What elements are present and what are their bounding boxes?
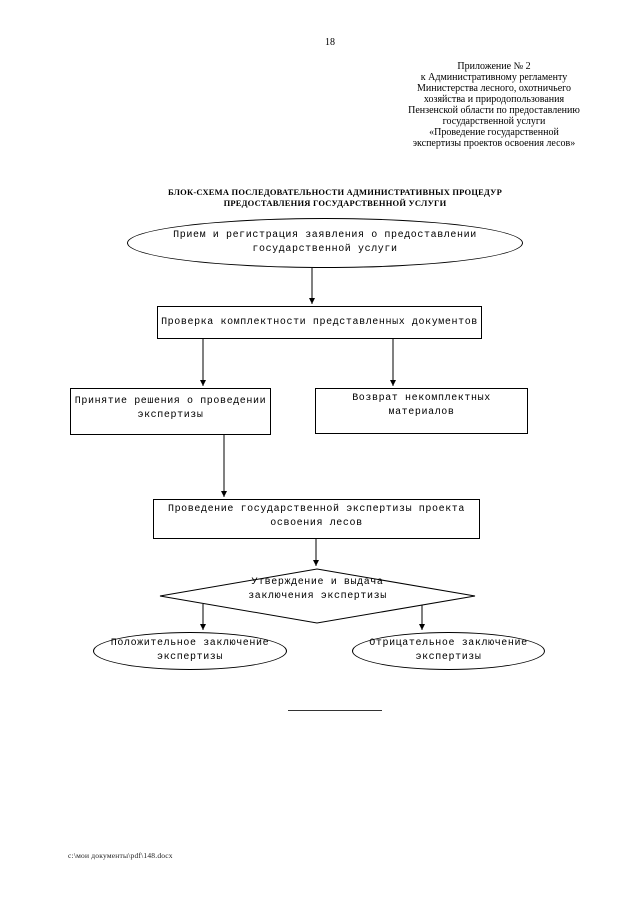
flow-node-start: Прием и регистрация заявления о предоста… (127, 218, 523, 268)
flow-node-negative-conclusion: Отрицательное заключение экспертизы (352, 632, 545, 670)
node-line: государственной услуги (252, 244, 398, 255)
decision-diamond (159, 568, 476, 624)
flow-node-decision: Принятие решения о проведении экспертизы (70, 388, 271, 435)
header-line: Пензенской области по предоставлению (408, 105, 580, 116)
header-line: Министерства лесного, охотничьего (416, 83, 572, 94)
node-line: освоения лесов (270, 518, 363, 529)
page-number: 18 (325, 37, 335, 48)
header-line: экспертизы проектов освоения лесов» (412, 138, 576, 149)
node-line: Утверждение и выдача (251, 577, 384, 588)
flow-node-check-documents: Проверка комплектности представленных до… (157, 306, 482, 339)
node-line: экспертизы (156, 652, 223, 663)
node-line: заключения экспертизы (248, 591, 387, 602)
title-line: БЛОК-СХЕМА ПОСЛЕДОВАТЕЛЬНОСТИ АДМИНИСТРА… (168, 187, 502, 197)
node-line: Отрицательное заключение (369, 638, 528, 649)
node-line: Принятие решения о проведении (74, 396, 267, 407)
header-line: Приложение № 2 (457, 61, 531, 72)
flow-node-expertise: Проведение государственной экспертизы пр… (153, 499, 480, 539)
node-line: Положительное заключение (110, 638, 270, 649)
document-file-path: c:\мои документы\pdf\148.docx (68, 851, 173, 860)
header-line: хозяйства и природопользования (423, 94, 565, 105)
flow-node-approval-label: Утверждение и выдача заключения эксперти… (160, 576, 475, 604)
node-line: Проверка комплектности представленных до… (161, 316, 478, 328)
flow-node-positive-conclusion: Положительное заключение экспертизы (93, 632, 287, 670)
appendix-header: Приложение № 2 к Административному регла… (368, 61, 620, 149)
header-line: «Проведение государственной (429, 127, 559, 138)
node-line: Проведение государственной экспертизы пр… (167, 504, 466, 515)
node-line: экспертизы (415, 652, 482, 663)
node-line: Возврат некомплектных (352, 393, 491, 404)
node-line: экспертизы (137, 410, 204, 421)
header-line: государственной услуги (442, 116, 546, 127)
title-line: ПРЕДОСТАВЛЕНИЯ ГОСУДАРСТВЕННОЙ УСЛУГИ (223, 198, 447, 208)
node-line: Прием и регистрация заявления о предоста… (173, 230, 477, 241)
flowchart-title: БЛОК-СХЕМА ПОСЛЕДОВАТЕЛЬНОСТИ АДМИНИСТРА… (30, 187, 640, 209)
header-line: к Административному регламенту (420, 72, 568, 83)
flow-node-return-materials: Возврат некомплектных материалов (315, 388, 528, 434)
node-line: материалов (388, 407, 455, 418)
